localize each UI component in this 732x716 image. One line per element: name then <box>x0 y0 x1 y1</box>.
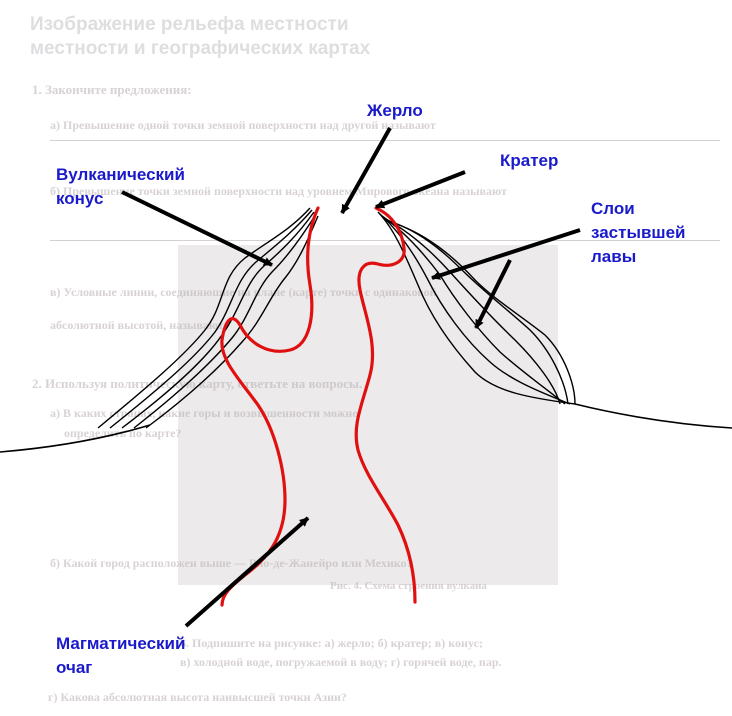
arrow-ochag <box>184 516 310 628</box>
label-sloi-line1: Слои <box>591 199 635 218</box>
conduit-right-wall <box>354 206 417 604</box>
arrow-krater <box>375 170 466 209</box>
background-item-6b: в) холодной воде, погружаемой в воду; г)… <box>180 655 502 669</box>
background-item-1a: а) Превышение одной точки земной поверхн… <box>50 118 436 132</box>
arrow-sloi-1 <box>431 228 581 280</box>
background-rule <box>50 240 720 241</box>
ground-line <box>0 403 732 453</box>
label-sloi-line3: лавы <box>591 247 637 266</box>
background-item-1: 1. Закончите предложения: <box>32 82 192 97</box>
label-konus-line1: Вулканический <box>56 165 185 184</box>
background-title-line1: Изображение рельефа местности <box>30 14 349 35</box>
label-ochag-line1: Магматический <box>56 634 186 653</box>
background-item-6: 6. Подпишите на рисунке: а) жерло; б) кр… <box>180 636 483 650</box>
label-ochag-line2: очаг <box>56 658 93 677</box>
label-konus-line2: конус <box>56 189 104 208</box>
label-zherlo: Жерло <box>367 101 423 120</box>
background-item-2b: б) Какой город расположен выше — Рио-де-… <box>50 556 413 570</box>
left-cone-slope <box>97 207 319 429</box>
background-title-line2: местности и географических картах <box>30 38 371 59</box>
background-item-2a: а) В каких странах, какие горы и возвыше… <box>50 406 359 420</box>
background-item-1v2: абсолютной высотой, называют <box>50 318 224 332</box>
background-item-6g: г) Какова абсолютная высота наивысшей то… <box>48 690 347 704</box>
background-item-1v: в) Условные линии, соединяющие на плане … <box>50 285 437 299</box>
arrow-konus <box>121 190 273 267</box>
label-sloi-line2: застывшей <box>591 223 686 242</box>
arrow-zherlo <box>340 127 392 214</box>
background-item-1b: б) Превышение точки земной поверхности н… <box>50 184 507 198</box>
right-cone-slope <box>377 211 576 405</box>
arrow-sloi-2 <box>474 259 512 329</box>
background-caption: Рис. 4. Схема строения вулкана <box>330 580 487 592</box>
background-item-2: 2. Используя политическую карту, ответьт… <box>32 376 363 391</box>
label-krater: Кратер <box>500 151 559 170</box>
